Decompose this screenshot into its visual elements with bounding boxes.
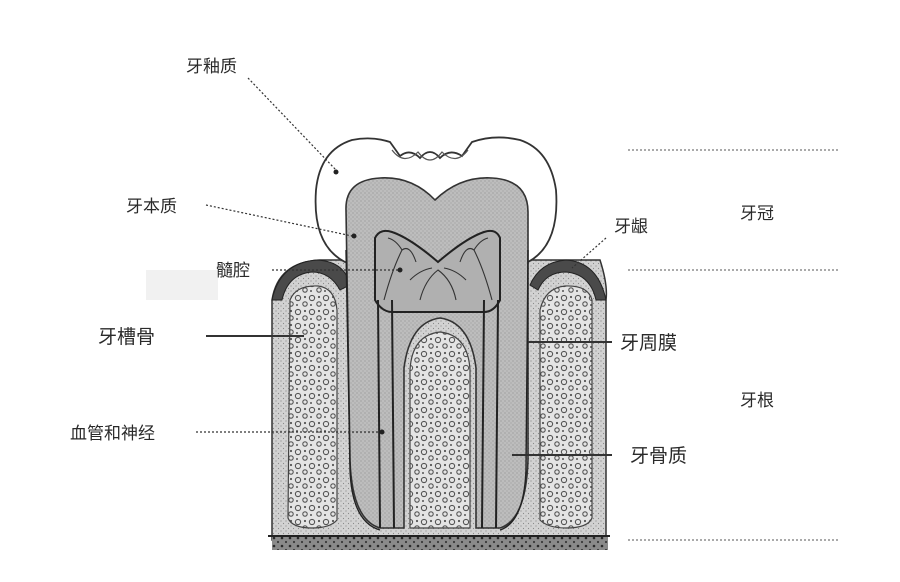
leader-gum	[571, 237, 607, 269]
occlusal-fissures	[391, 149, 469, 161]
periodontal-ligament	[345, 249, 529, 531]
leader-enamel	[247, 77, 337, 171]
label-periodontal-ligament: 牙周膜	[620, 332, 677, 354]
label-crown: 牙冠	[740, 204, 774, 224]
nerve-branches	[383, 237, 493, 301]
label-gum: 牙龈	[614, 217, 648, 237]
alveolar-bone-left	[287, 285, 338, 529]
inter-radicular-bone	[409, 331, 471, 529]
label-dentin: 牙本质	[126, 197, 177, 217]
gum-right	[529, 259, 607, 301]
root-canal-right	[481, 299, 499, 529]
alveolar-bone-right	[539, 285, 593, 529]
label-cementum: 牙骨质	[630, 445, 687, 467]
label-alveolar-bone: 牙槽骨	[98, 326, 155, 348]
blurred-patch	[146, 270, 218, 300]
bone-floor	[272, 536, 608, 550]
label-vessels-nerves: 血管和神经	[70, 424, 155, 444]
root-canal-left	[377, 299, 395, 529]
gum-left	[271, 259, 351, 301]
label-pulp: 髓腔	[216, 261, 250, 281]
label-enamel: 牙釉质	[186, 57, 237, 77]
label-root: 牙根	[740, 391, 774, 411]
leader-dentin	[205, 204, 353, 237]
